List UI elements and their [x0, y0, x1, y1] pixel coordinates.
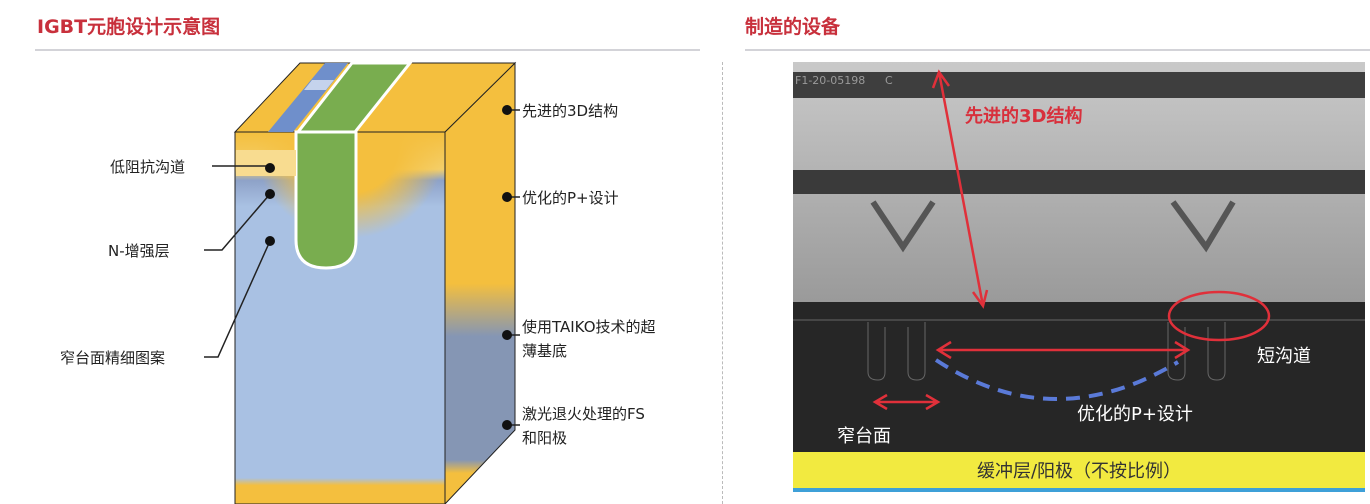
p-plus-arrow	[935, 340, 1191, 360]
label-taiko-line2: 薄基底	[522, 342, 568, 360]
structure-annotation: 先进的3D结构	[965, 106, 1083, 127]
label-n-enhancement-layer: N-增强层	[108, 242, 170, 260]
image-code: C	[885, 74, 893, 87]
image-id: F1-20-05198	[795, 74, 866, 87]
p-plus-curve	[934, 358, 1180, 401]
panel-divider	[722, 62, 723, 504]
marker-dot	[265, 163, 275, 173]
label-taiko-line1: 使用TAIKO技术的超	[522, 318, 656, 336]
left-title: IGBT元胞设计示意图	[37, 16, 221, 38]
p-plus-annotation: 优化的P+设计	[1077, 404, 1193, 425]
label-laser-fs-line1: 激光退火处理的FS	[522, 405, 645, 423]
trench-gate	[294, 130, 358, 270]
narrow-mesa-annotation: 窄台面	[837, 426, 891, 447]
right-title-rule	[745, 49, 1370, 51]
left-title-rule	[35, 49, 700, 51]
side-face	[444, 61, 516, 504]
label-p-plus-design: 优化的P+设计	[522, 189, 619, 207]
label-laser-fs-line2: 和阳极	[522, 429, 568, 447]
structure-arrow	[931, 69, 989, 309]
label-narrow-mesa: 窄台面精细图案	[60, 349, 166, 367]
buffer-annotation: 缓冲层/阳极（不按比例）	[976, 461, 1182, 482]
mesa-arrow	[872, 393, 941, 411]
sem-image: F1-20-05198 C 先进的3D结构 短沟道 优化的P+设计 窄台面 缓冲…	[793, 62, 1365, 492]
short-channel-circle	[1167, 290, 1271, 342]
buffer-layer-band	[793, 452, 1365, 488]
label-3d-structure: 先进的3D结构	[522, 102, 619, 120]
short-channel-annotation: 短沟道	[1257, 346, 1311, 367]
igbt-cell-diagram	[204, 61, 520, 504]
right-title: 制造的设备	[745, 16, 841, 38]
label-low-impedance-channel: 低阻抗沟道	[110, 158, 186, 176]
